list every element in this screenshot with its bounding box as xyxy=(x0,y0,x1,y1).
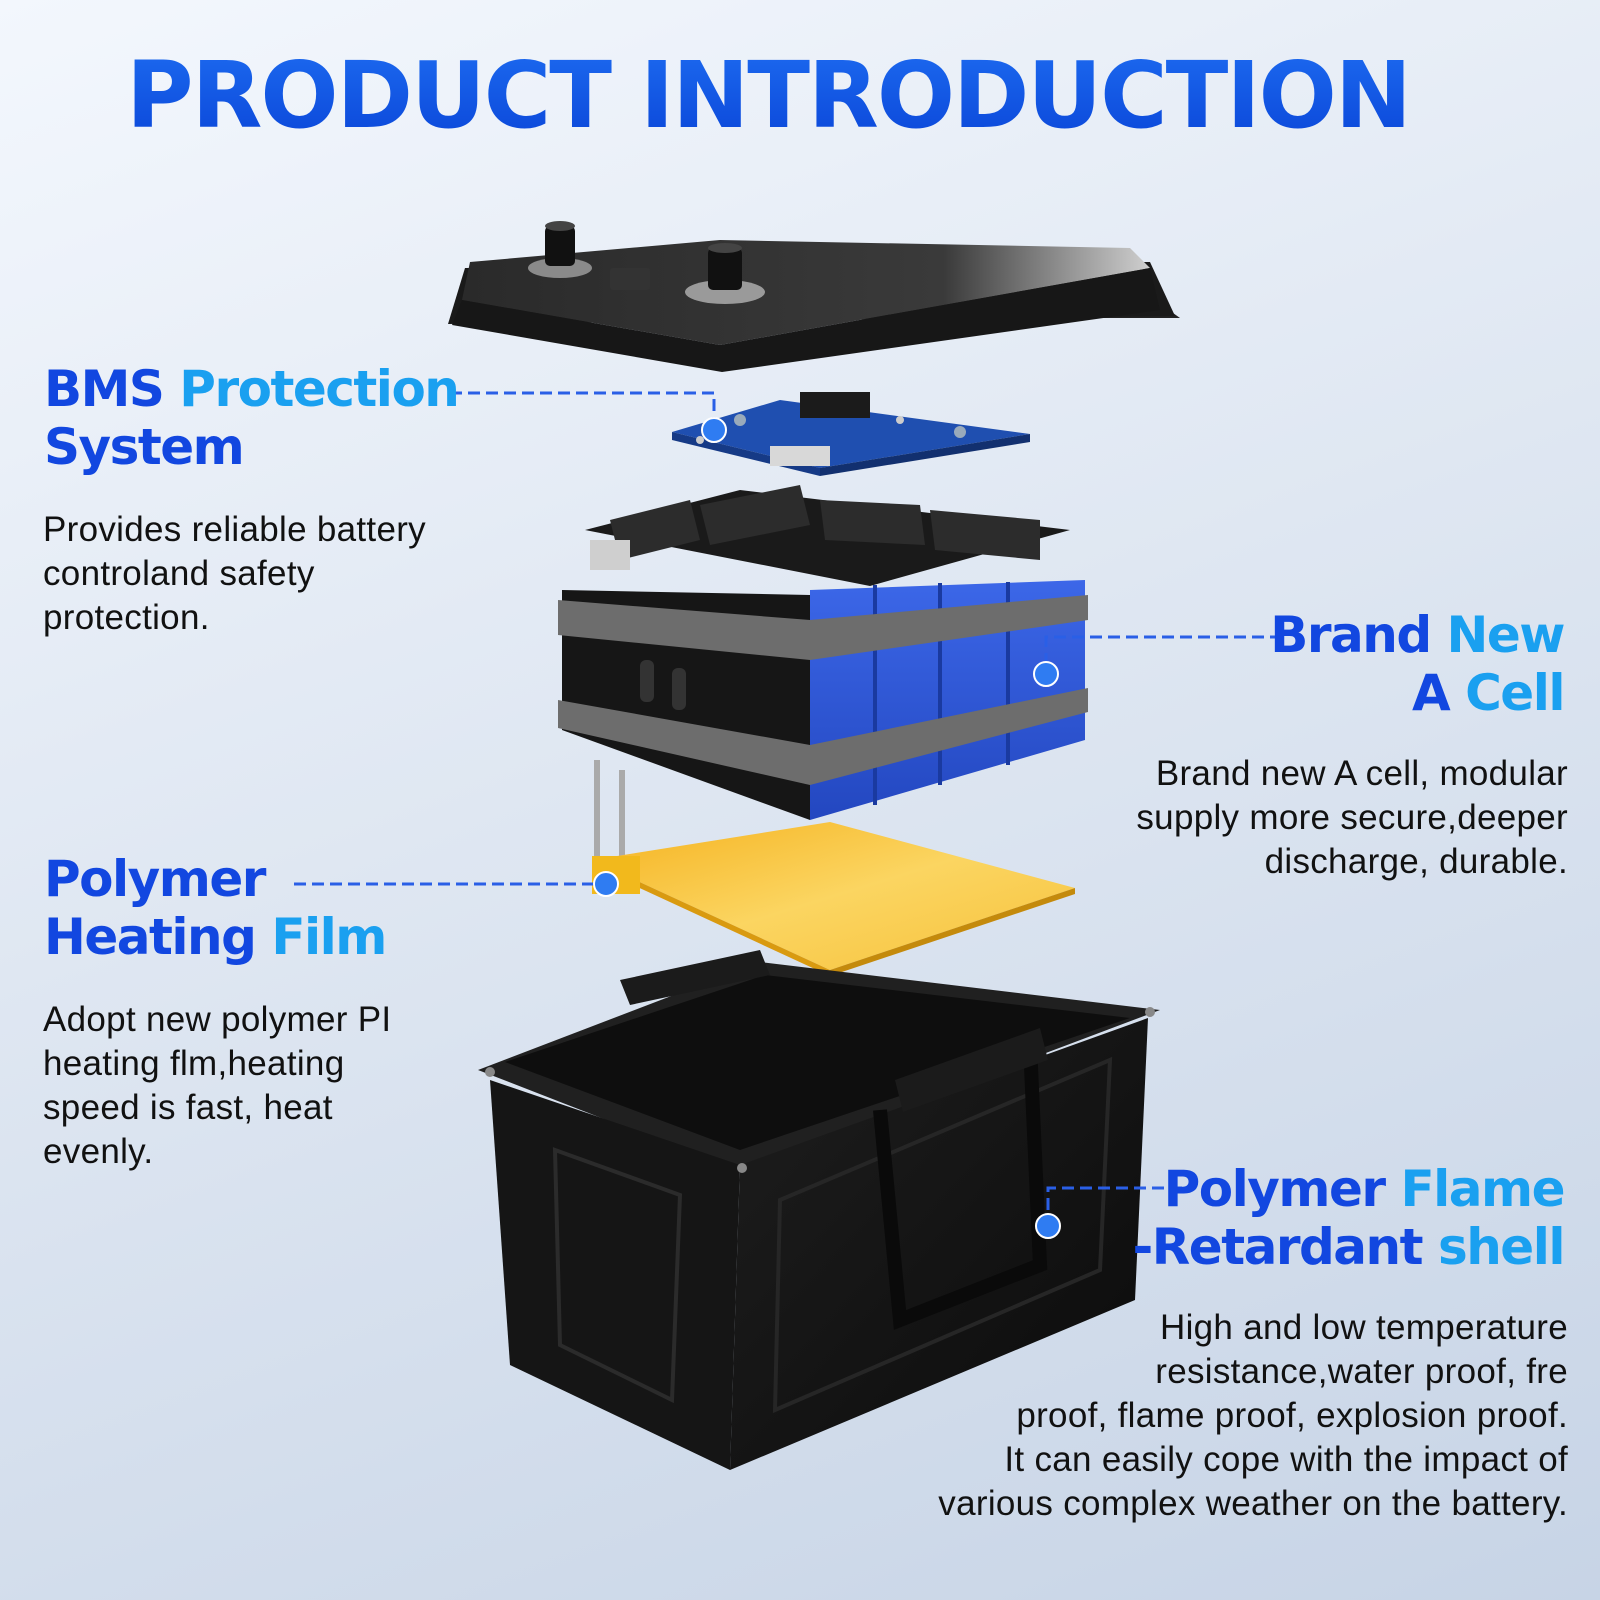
cell-pack xyxy=(558,485,1088,820)
shell-description: High and low temperature resistance,wate… xyxy=(938,1308,1568,1523)
bms-heading: BMS Protection System xyxy=(44,360,460,476)
cell-description: Brand new A cell, modular supply more se… xyxy=(1136,754,1568,881)
bms-board xyxy=(672,392,1030,476)
bms-description: Provides reliable battery controland saf… xyxy=(43,510,426,637)
cell-heading: Brand New A Cell xyxy=(1270,606,1565,722)
page-title: PRODUCT INTRODUCTION xyxy=(0,42,1536,149)
lid xyxy=(448,221,1180,372)
callout-cell xyxy=(1033,635,1282,687)
heating-description: Adopt new polymer PI heating flm,heating… xyxy=(43,1000,392,1171)
shell-heading: Polymer Flame -Retardant shell xyxy=(1132,1160,1566,1276)
callout-heating xyxy=(294,871,619,897)
callout-shell xyxy=(1035,1186,1182,1239)
heating-heading: Polymer Heating Film xyxy=(44,850,387,966)
callout-bms xyxy=(450,391,727,443)
shell-box xyxy=(478,950,1160,1470)
